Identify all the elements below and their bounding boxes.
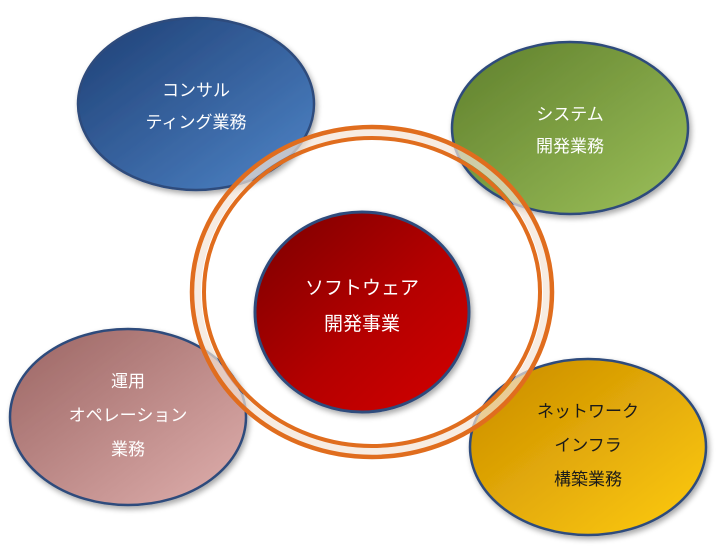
consulting-ellipse — [76, 16, 316, 192]
operation-label-line-3: 業務 — [111, 440, 145, 460]
consulting-label-line-2: ティング業務 — [146, 113, 247, 133]
center-node: ソフトウェア 開発事業 — [253, 210, 471, 414]
system-dev-label-line-2: 開発業務 — [536, 137, 604, 157]
orange-ring-inner — [202, 136, 542, 448]
network-infra-label-line-3: 構築業務 — [554, 470, 622, 490]
operation-label-line-2: オペレーション — [69, 406, 188, 426]
orange-ring — [189, 124, 555, 460]
operation-node: 運用 オペレーション 業務 — [8, 327, 248, 507]
network-infra-label-line-2: インフラ — [554, 436, 622, 456]
orange-ring-outer — [189, 124, 555, 460]
center-ellipse — [253, 210, 471, 414]
operation-label-line-1: 運用 — [111, 372, 145, 392]
network-infra-label-line-1: ネットワーク — [537, 402, 639, 422]
consulting-node: コンサル ティング業務 — [76, 16, 316, 192]
network-infra-ellipse — [468, 357, 708, 537]
center-label-line-1: ソフトウェア — [305, 277, 419, 299]
system-dev-node: システム 開発業務 — [450, 40, 690, 216]
operation-ellipse — [8, 327, 248, 507]
network-infra-node: ネットワーク インフラ 構築業務 — [468, 357, 708, 537]
system-dev-ellipse — [450, 40, 690, 216]
system-dev-label-line-1: システム — [536, 105, 604, 125]
consulting-label-line-1: コンサル — [162, 81, 230, 101]
center-label-line-2: 開発事業 — [324, 313, 400, 335]
